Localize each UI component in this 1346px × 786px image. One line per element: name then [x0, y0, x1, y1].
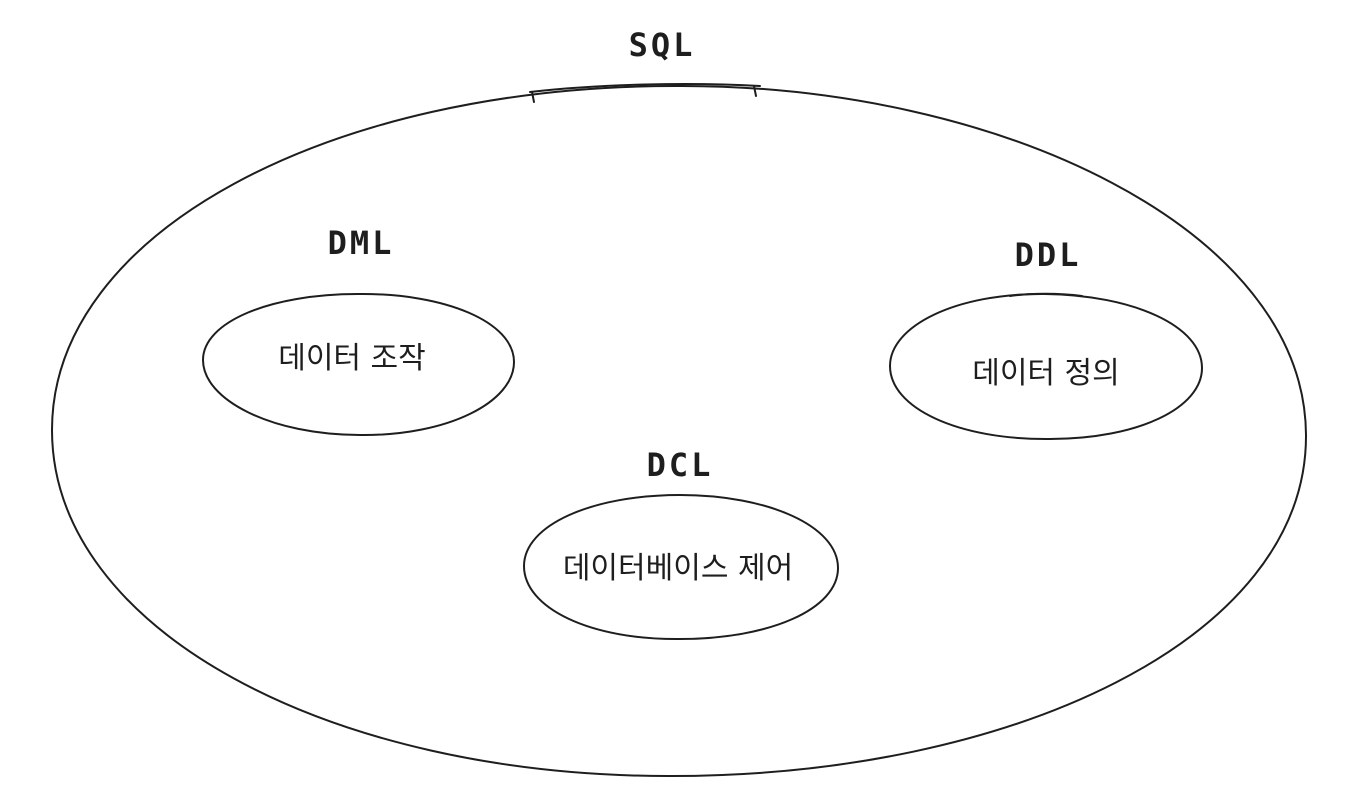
sql-title: SQL — [629, 26, 696, 64]
dcl-group: DCL 데이터베이스 제어 — [523, 446, 839, 641]
dml-title: DML — [328, 224, 395, 262]
ddl-label: 데이터 정의 — [972, 356, 1120, 391]
dcl-ellipse — [523, 494, 839, 641]
ddl-group: DDL 데이터 정의 — [889, 236, 1203, 441]
sql-outer-ellipse — [51, 83, 1308, 778]
dml-ellipse — [202, 292, 515, 437]
ddl-ellipse — [889, 292, 1203, 441]
dml-group: DML 데이터 조작 — [202, 224, 515, 437]
dcl-label: 데이터베이스 제어 — [563, 551, 793, 586]
dcl-title: DCL — [647, 446, 714, 484]
dml-label: 데이터 조작 — [278, 341, 426, 376]
ddl-title: DDL — [1015, 236, 1082, 274]
